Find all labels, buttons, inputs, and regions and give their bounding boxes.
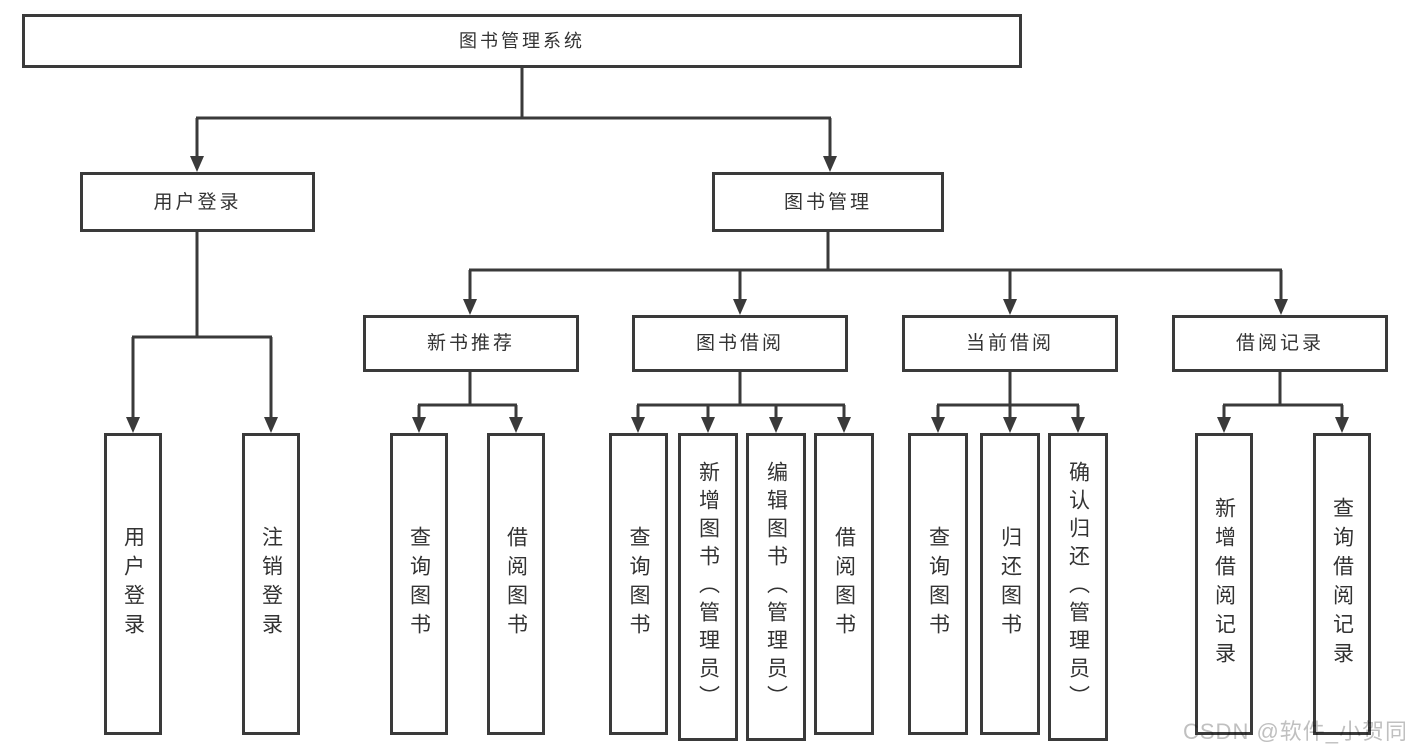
connector-book-management-to-level3 [463,232,1288,315]
leaf-user-login: 用户登录 [104,433,162,735]
leaf-query-books-borrowing: 查询图书 [609,433,668,735]
connector-current-borrowing-to-leaves [931,372,1085,433]
connector-root-to-level2 [190,68,837,172]
leaf-borrow-books-borrowing: 借阅图书 [814,433,874,735]
node-current-borrowing: 当前借阅 [902,315,1118,372]
node-borrowing-records: 借阅记录 [1172,315,1388,372]
leaf-logout: 注销登录 [242,433,300,735]
leaf-edit-book-admin: 编辑图书（管理员） [746,433,806,741]
leaf-confirm-return-admin: 确认归还（管理员） [1048,433,1108,741]
leaf-return-book: 归还图书 [980,433,1040,735]
node-book-borrowing: 图书借阅 [632,315,848,372]
node-user-login: 用户登录 [80,172,315,232]
leaf-query-borrow-record: 查询借阅记录 [1313,433,1371,735]
node-book-management: 图书管理 [712,172,944,232]
leaf-query-books-current: 查询图书 [908,433,968,735]
leaf-borrow-books-recommend: 借阅图书 [487,433,545,735]
leaf-add-borrow-record: 新增借阅记录 [1195,433,1253,735]
node-new-book-recommend: 新书推荐 [363,315,579,372]
csdn-watermark: CSDN @软件_小贺同学 [1183,719,1405,744]
node-library-system: 图书管理系统 [22,14,1022,68]
connector-book-borrowing-to-leaves [631,372,851,433]
connector-borrowing-records-to-leaves [1217,372,1349,433]
leaf-query-books-recommend: 查询图书 [390,433,448,735]
connector-user-login-to-leaves [126,232,278,433]
leaf-add-book-admin: 新增图书（管理员） [678,433,738,741]
connector-new-book-recommend-to-leaves [412,372,523,433]
